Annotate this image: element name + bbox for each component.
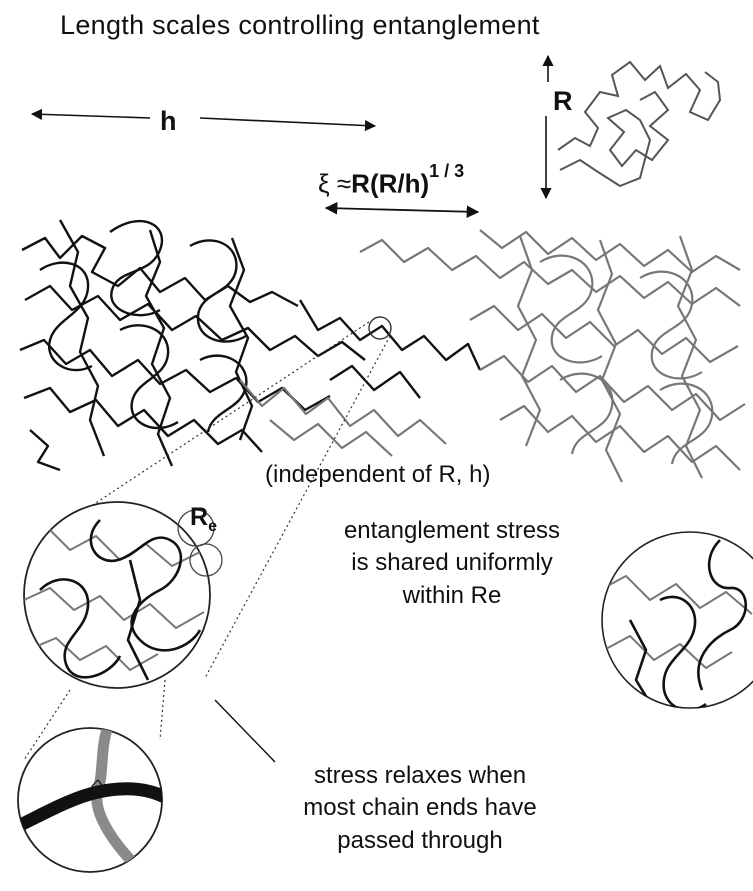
stress-line-3: passed through [240,825,600,857]
chain-end-passing-circle [10,726,170,872]
h-arrow-right [200,118,375,126]
re-main: R [190,503,208,531]
entanglement-stress-text: entanglement stress is shared uniformly … [272,515,632,612]
entanglement-line-1: entanglement stress [272,515,632,547]
stress-line-2: most chain ends have [240,792,600,824]
gray-chain-melt [240,230,745,482]
xi-exponent: 1 / 3 [429,161,464,181]
xi-formula: R(R/h) [351,169,429,199]
reference-coil [558,62,720,186]
xi-approx: ≈ [337,169,351,199]
re-label: Re [190,505,217,535]
diagram-title: Length scales controlling entanglement [60,12,540,39]
stress-pointer-line [215,700,275,762]
xi-arrow [326,208,478,212]
h-label: h [160,108,177,135]
xi-symbol: ξ [318,169,330,199]
r-label: R [553,88,573,115]
re-subscript: e [208,518,217,535]
independent-label: (independent of R, h) [265,463,490,487]
xi-formula-label: ξ ≈R(R/h)1 / 3 [318,168,464,197]
h-arrow-left [32,114,150,118]
entanglement-line-2: is shared uniformly [272,547,632,579]
entanglement-line-3: within Re [272,580,632,612]
stress-line-1: stress relaxes when [240,760,600,792]
stress-relaxes-text: stress relaxes when most chain ends have… [240,760,600,857]
